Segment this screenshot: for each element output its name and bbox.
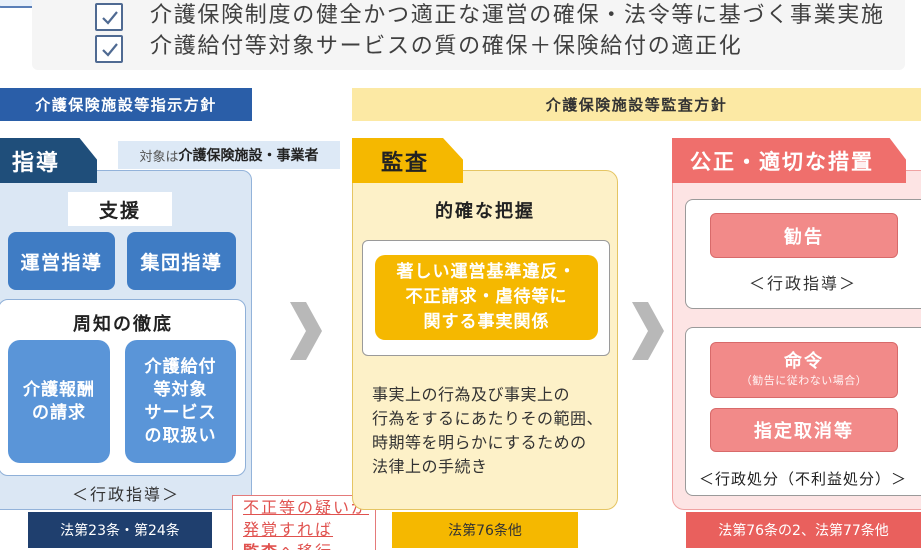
description-line: 事実上の行為及び事実上の	[372, 385, 571, 404]
note-line: 発覚すれば	[243, 520, 334, 539]
support-label: 支援	[68, 192, 172, 226]
description-line: 法律上の手続き	[372, 457, 488, 476]
notice-item-line: 介護報酬	[23, 379, 95, 400]
audit-description: 事実上の行為及び事実上の 行為をするにあたりその範囲、 時期等を明らかにするため…	[372, 383, 612, 479]
audit-tab: 監査	[352, 138, 463, 183]
chevron-right-icon	[632, 302, 664, 360]
target-prefix: 対象は	[139, 149, 179, 165]
operation-guidance-box: 運営指導	[8, 232, 115, 290]
objective-1: 介護保険制度の健全かつ適正な運営の確保・法令等に基づく事業実施	[150, 3, 885, 28]
measures-law-bar: 法第76条の2、法第77条他	[686, 512, 921, 548]
focus-line: 著しい運営基準違反・	[396, 262, 577, 282]
note-rest: へ移行	[279, 542, 333, 550]
note-line: 不正等の疑いが	[243, 498, 370, 517]
check-mark-icon	[102, 11, 118, 25]
order-box: 命令 （勧告に従わない場合）	[710, 342, 898, 398]
notice-title: 周知の徹底	[73, 314, 173, 335]
checkbox-icon	[95, 3, 123, 31]
notice-item-line: 等対象	[153, 379, 208, 400]
guidance-law-bar: 法第23条・第24条	[28, 512, 212, 548]
target-entities: 介護保険施設・事業者	[178, 148, 319, 164]
audit-policy-banner: 介護保険施設等監査方針	[352, 88, 921, 121]
measures-guidance-category: ＜行政指導＞	[748, 274, 857, 293]
audit-law-bar: 法第76条他	[392, 512, 578, 548]
notice-item-line: サービス	[144, 402, 217, 423]
description-line: 時期等を明らかにするための	[372, 433, 587, 452]
focus-line: 不正請求・虐待等に	[405, 287, 568, 307]
order-note: （勧告に従わない場合）	[740, 374, 868, 387]
notice-item-line: の取扱い	[144, 425, 217, 446]
revocation-box: 指定取消等	[710, 408, 898, 452]
chevron-right-icon	[290, 302, 322, 360]
description-line: 行為をするにあたりその範囲、	[372, 409, 604, 428]
notice-item-billing: 介護報酬 の請求	[8, 340, 110, 463]
note-line-last: 監査へ移行	[243, 541, 375, 550]
objectives-box	[32, 0, 905, 70]
recommendation-box: 勧告	[710, 213, 898, 258]
transition-note: 不正等の疑いが 発覚すれば 監査へ移行	[232, 495, 376, 550]
notice-item-line: の請求	[32, 402, 86, 423]
checkbox-icon	[95, 35, 123, 63]
focus-line: 関する事実関係	[423, 312, 550, 332]
note-emphasis: 監査	[243, 542, 279, 550]
guidance-category: ＜行政指導＞	[71, 485, 180, 504]
guidance-policy-banner: 介護保険施設等指示方針	[0, 88, 252, 121]
check-mark-icon	[102, 43, 118, 57]
disposition-category: ＜行政処分（不利益処分）＞	[698, 469, 907, 488]
target-label: 対象は 介護保険施設・事業者	[118, 141, 340, 169]
order-label: 命令	[784, 351, 824, 372]
guidance-tab: 指導	[0, 138, 97, 183]
audit-heading: 的確な把握	[435, 201, 535, 222]
measures-tab: 公正・適切な措置	[672, 138, 906, 183]
notice-item-services: 介護給付 等対象 サービス の取扱い	[125, 340, 236, 463]
audit-focus-box: 著しい運営基準違反・ 不正請求・虐待等に 関する事実関係	[375, 255, 598, 340]
objective-2: 介護給付等対象サービスの質の確保＋保険給付の適正化	[150, 34, 743, 59]
group-guidance-box: 集団指導	[127, 232, 236, 290]
notice-item-line: 介護給付	[144, 356, 217, 377]
